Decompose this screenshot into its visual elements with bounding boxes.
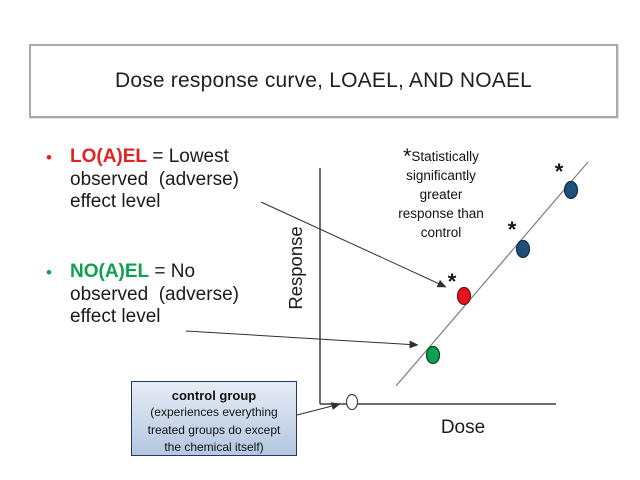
y-axis-label: Response — [285, 226, 306, 310]
noael-rest: = No — [149, 261, 196, 282]
bullet-noael: • NO(A)EL = No observed (adverse) effect… — [44, 261, 284, 329]
significance-asterisk: * — [555, 159, 564, 184]
significance-note-line: greater — [419, 187, 463, 202]
control-arrow — [296, 402, 341, 416]
loael-definition: LO(A)EL = Lowest observed (adverse) effe… — [70, 146, 284, 214]
loael-rest: = Lowest — [147, 146, 229, 167]
noael-line3: effect level — [70, 306, 161, 327]
loael-term: LO(A)EL — [70, 146, 148, 167]
significance-note-line: significantly — [406, 168, 476, 183]
bullet-marker-red: • — [46, 148, 52, 167]
control-point — [345, 393, 359, 411]
loael-point — [456, 286, 472, 306]
dose-point-4 — [563, 180, 579, 200]
significance-note-line: *Statistically — [385, 145, 497, 168]
bullet-marker-green: • — [46, 263, 52, 282]
dose-point-3 — [515, 239, 531, 259]
noael-arrow — [185, 330, 419, 349]
significance-note-line: response than — [398, 206, 484, 221]
noael-definition: NO(A)EL = No observed (adverse) effect l… — [70, 261, 284, 329]
significance-asterisk: * — [508, 217, 517, 242]
significance-note: *Statistically significantly greater res… — [385, 145, 497, 242]
slide-title: Dose response curve, LOAEL, AND NOAEL — [114, 69, 533, 92]
loael-line1: LO(A)EL = Lowest — [70, 146, 284, 169]
title-box: Dose response curve, LOAEL, AND NOAEL — [29, 44, 618, 118]
loael-line3: effect level — [70, 191, 161, 212]
noael-point — [425, 345, 441, 365]
control-group-heading: control group — [171, 388, 257, 403]
significance-note-line: control — [420, 225, 462, 240]
loael-line2: observed (adverse) — [70, 168, 239, 190]
significance-text: Statistically — [411, 149, 479, 164]
control-group-description: (experiences everything treated groups d… — [147, 405, 281, 454]
asterisk-glyph: * — [403, 145, 412, 168]
bullet-loael: • LO(A)EL = Lowest observed (adverse) ef… — [44, 146, 284, 214]
noael-line2: observed (adverse) — [70, 283, 239, 305]
x-axis-label: Dose — [440, 417, 486, 438]
control-group-box: control group (experiences everything tr… — [131, 381, 297, 456]
significance-asterisk: * — [448, 269, 457, 294]
noael-term: NO(A)EL — [70, 261, 150, 282]
noael-line1: NO(A)EL = No — [70, 261, 284, 284]
